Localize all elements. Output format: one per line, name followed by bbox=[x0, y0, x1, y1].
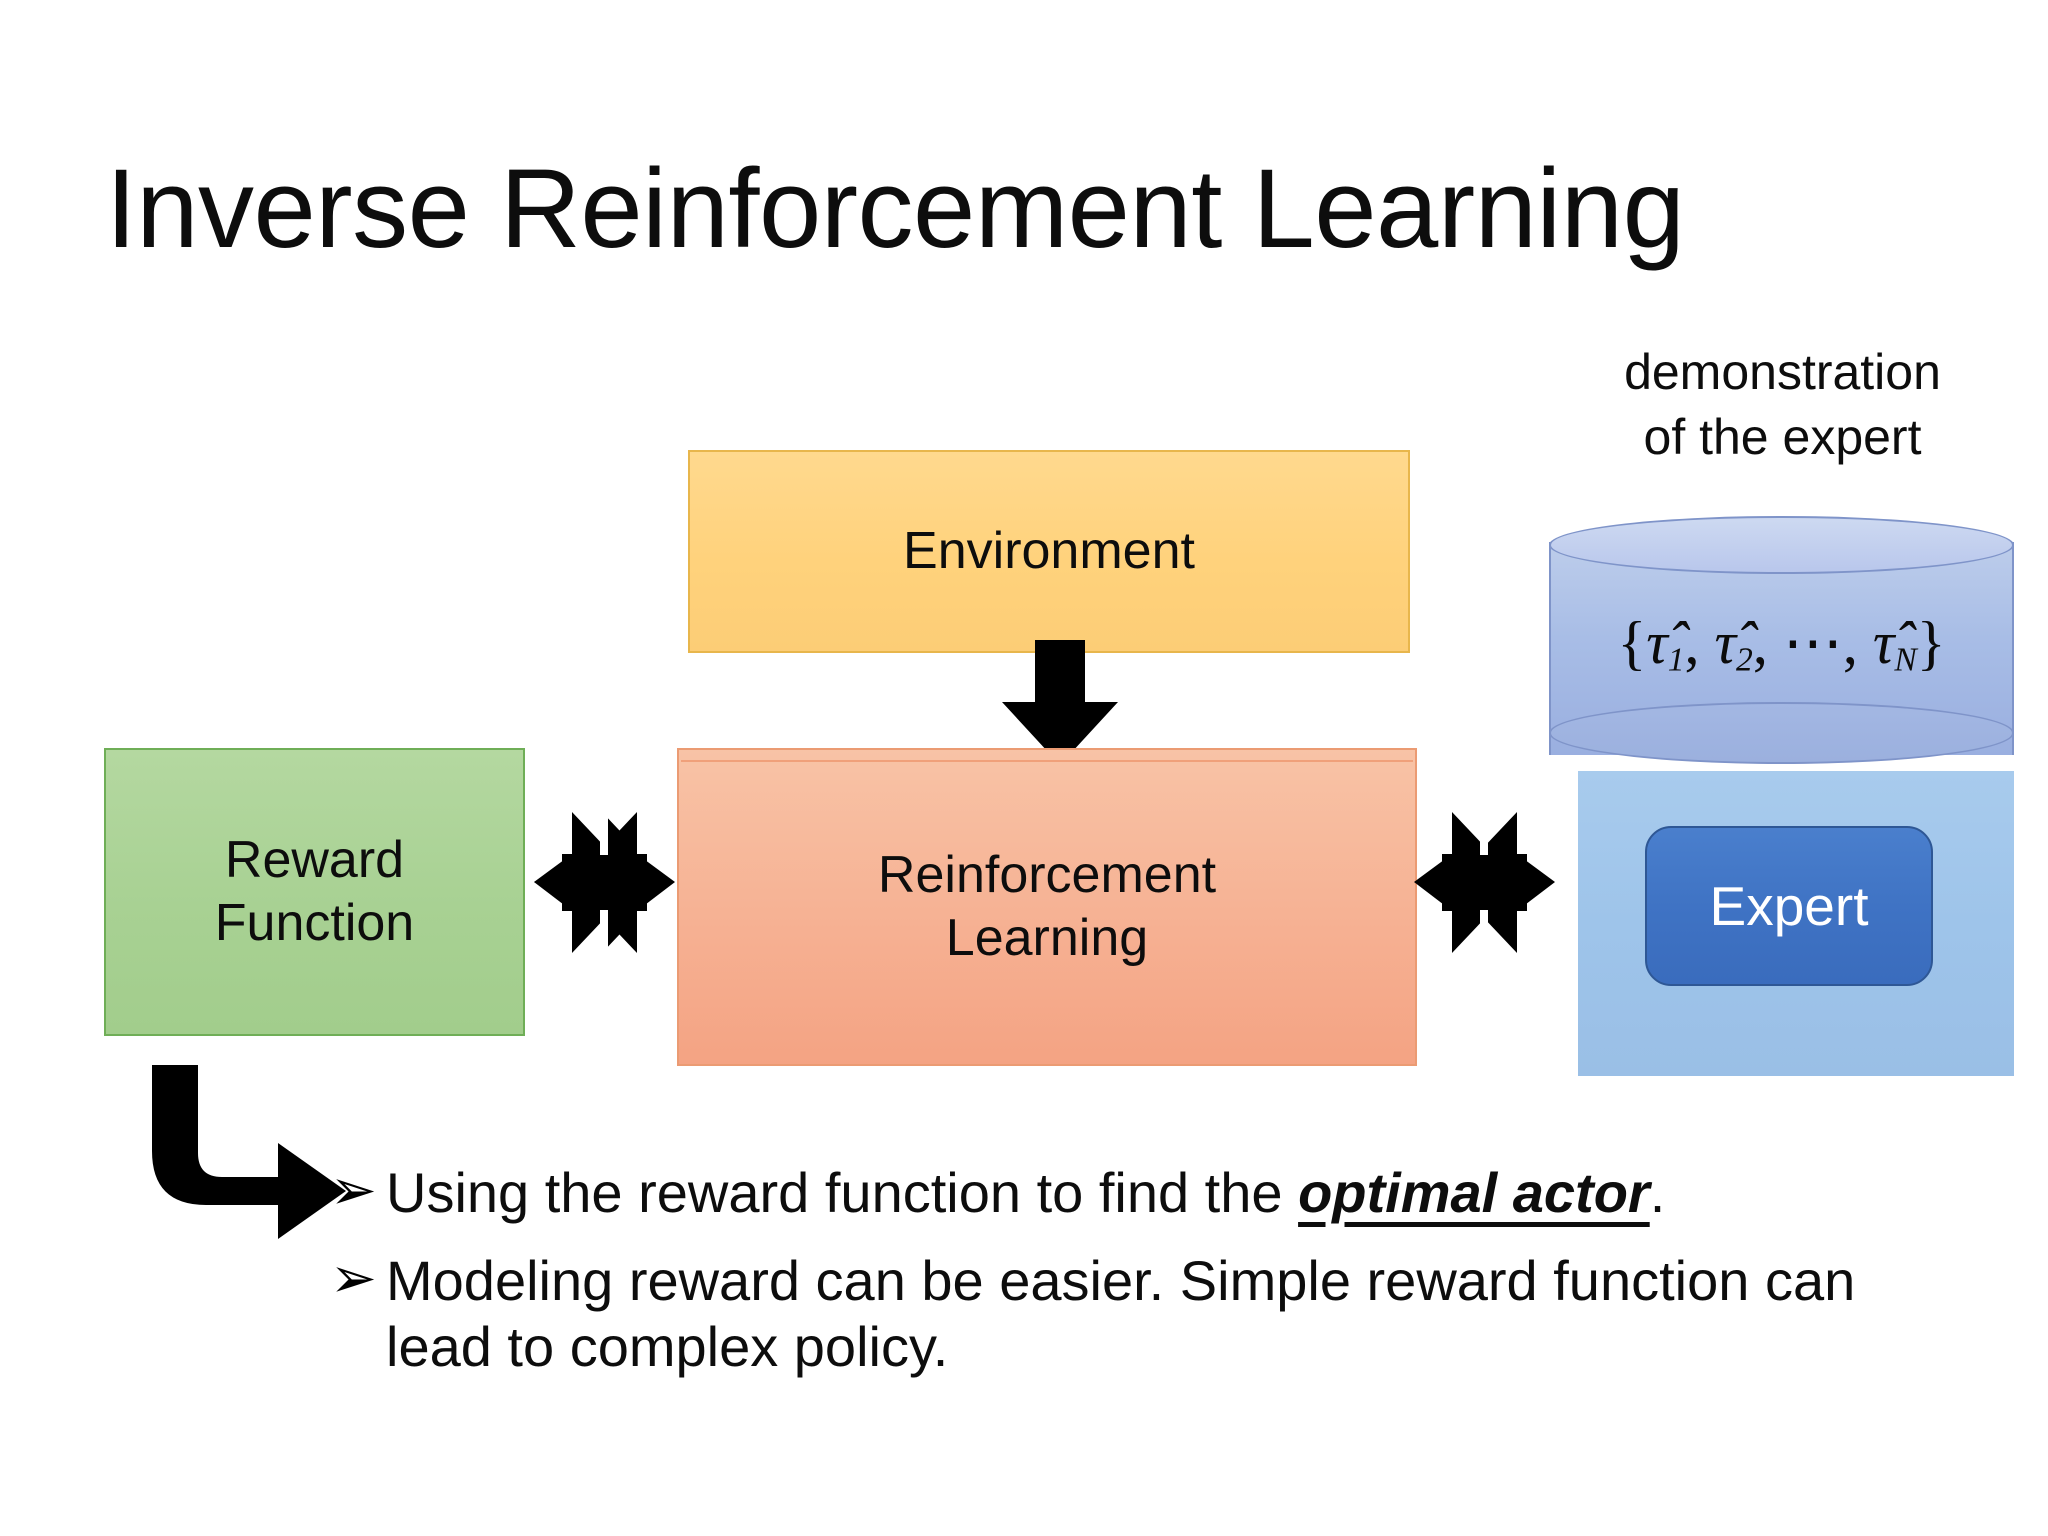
environment-box-label: Environment bbox=[903, 521, 1195, 580]
close-brace: } bbox=[1916, 610, 1946, 676]
expert-box[interactable]: Expert bbox=[1645, 826, 1933, 986]
trajectory-set-label: {τ̂1, τ̂2, ⋯, τ̂N} bbox=[1549, 608, 2014, 679]
list-item-text: Modeling reward can be easier. Simple re… bbox=[386, 1249, 1856, 1379]
list-item: ➢ Using the reward function to find the … bbox=[330, 1158, 1950, 1226]
bidirectional-arrow-icon bbox=[1414, 810, 1555, 955]
reinforcement-learning-box[interactable]: Reinforcement Learning bbox=[677, 748, 1417, 1066]
demonstration-caption: demonstration of the expert bbox=[1535, 340, 2030, 470]
tau-subscript-1: 1 bbox=[1667, 641, 1685, 679]
tau-hat-1: τ̂ bbox=[1646, 610, 1668, 676]
environment-box[interactable]: Environment bbox=[688, 450, 1410, 653]
tau-subscript-2: 2 bbox=[1736, 641, 1753, 679]
elbow-arrow-icon bbox=[152, 1065, 346, 1239]
bullet-arrow-icon: ➢ bbox=[330, 1158, 377, 1223]
comma-3: , bbox=[1842, 610, 1873, 676]
bidirectional-arrow-icon bbox=[534, 810, 675, 955]
expert-box-label: Expert bbox=[1709, 875, 1869, 937]
expert-group: {τ̂1, τ̂2, ⋯, τ̂N} Expert bbox=[1549, 516, 2014, 1076]
tau-hat-n: τ̂ bbox=[1872, 610, 1895, 676]
bullet-1-prefix: Using the reward function to find the bbox=[386, 1161, 1299, 1224]
rl-box-label-line2: Learning bbox=[945, 909, 1149, 967]
list-item-text: Using the reward function to find the op… bbox=[386, 1160, 1950, 1226]
reward-function-box[interactable]: Reward Function bbox=[104, 748, 525, 1036]
arrow-down-icon bbox=[1002, 640, 1118, 765]
demonstration-database-cylinder[interactable] bbox=[1549, 516, 2014, 781]
tau-subscript-n: N bbox=[1894, 641, 1917, 679]
rl-box-label-line1: Reinforcement bbox=[877, 845, 1217, 904]
cylinder-top-ellipse bbox=[1549, 516, 2014, 574]
ellipsis: ⋯ bbox=[1782, 610, 1843, 676]
open-brace: { bbox=[1617, 610, 1647, 676]
page-title: Inverse Reinforcement Learning bbox=[105, 146, 1685, 271]
reward-box-label-line1: Reward bbox=[224, 830, 405, 889]
bullet-1-suffix: . bbox=[1649, 1161, 1666, 1224]
bullet-list: ➢ Using the reward function to find the … bbox=[330, 1158, 1950, 1402]
demonstration-caption-line1: demonstration bbox=[1624, 344, 1941, 400]
list-item: ➢ Modeling reward can be easier. Simple … bbox=[330, 1246, 1950, 1380]
bullet-arrow-icon: ➢ bbox=[330, 1246, 377, 1312]
demonstration-caption-line2: of the expert bbox=[1643, 409, 1922, 465]
comma-2: , bbox=[1752, 610, 1783, 676]
bullet-1-emphasis: optimal actor bbox=[1298, 1161, 1650, 1224]
comma-1: , bbox=[1684, 610, 1715, 676]
cylinder-bottom-ellipse bbox=[1549, 702, 2014, 764]
tau-hat-2: τ̂ bbox=[1714, 610, 1737, 676]
reward-box-label-line2: Function bbox=[214, 894, 415, 952]
rl-box-top-highlight bbox=[681, 760, 1413, 762]
